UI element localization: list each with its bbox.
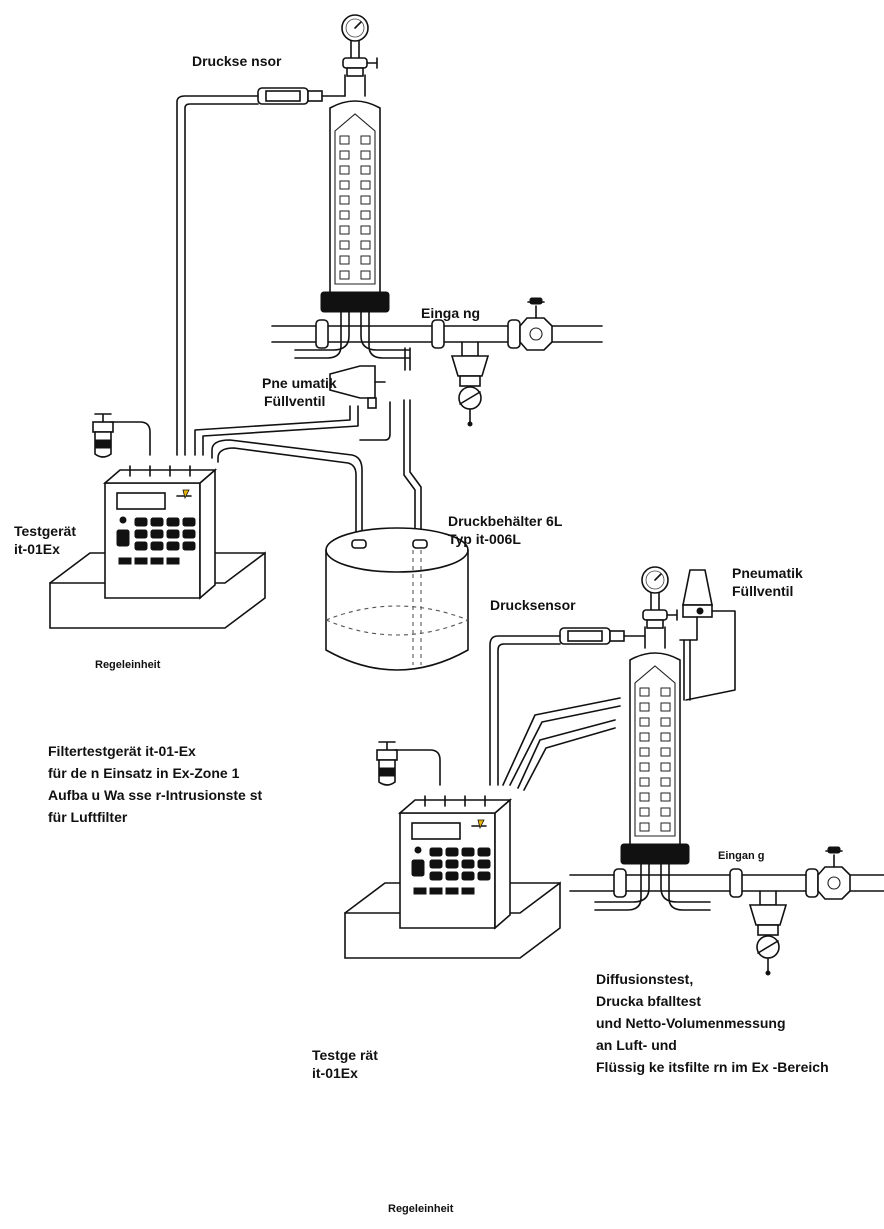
- top-filter-housing: [294, 100, 411, 359]
- label-sensor-right: Drucksensor: [490, 597, 576, 613]
- label-valve-top-1: Pne umatik: [262, 375, 337, 391]
- description-left: Filtertestgerät it-01-Ex für de n Einsat…: [48, 743, 263, 825]
- left-air-filter: [92, 413, 114, 458]
- top-pressure-gauge: [341, 14, 378, 77]
- desc-right-line: und Netto-Volumenmessung: [596, 1015, 786, 1031]
- label-control-left: Regeleinheit: [95, 659, 161, 671]
- desc-left-line: für Luftfilter: [48, 809, 128, 825]
- label-valve-right-2: Füllventil: [732, 583, 793, 599]
- top-pressure-sensor: [257, 87, 323, 105]
- label-control-right: Regeleinheit: [388, 1203, 454, 1215]
- desc-right-line: Flüssig ke itsfilte rn im Ex -Bereich: [596, 1059, 829, 1075]
- right-inlet-pipe: [569, 846, 884, 976]
- label-vessel-1: Druckbehälter 6L: [448, 513, 563, 529]
- right-air-filter: [376, 741, 398, 786]
- top-pneumatic-fill-valve: [329, 365, 386, 409]
- desc-right-line: an Luft- und: [596, 1037, 677, 1053]
- label-sensor-top: Druckse nsor: [192, 53, 282, 69]
- desc-right-line: Drucka bfalltest: [596, 993, 701, 1009]
- label-tester-left-2: it-01Ex: [14, 541, 60, 557]
- desc-left-line: Filtertestgerät it-01-Ex: [48, 743, 196, 759]
- right-test-device: [344, 795, 561, 959]
- label-inlet-right: Eingan g: [718, 850, 764, 862]
- label-tester-right-2: it-01Ex: [312, 1065, 358, 1081]
- right-pneumatic-fill-valve: [679, 569, 736, 701]
- label-inlet-top: Einga ng: [421, 305, 480, 321]
- right-pressure-sensor: [559, 627, 625, 645]
- pressure-vessel: [325, 527, 469, 671]
- right-pressure-gauge: [641, 566, 678, 629]
- label-tester-left-1: Testgerät: [14, 523, 76, 539]
- label-vessel-2: Typ it-006L: [448, 531, 521, 547]
- left-test-device: [49, 465, 266, 629]
- label-valve-right-1: Pneumatik: [732, 565, 803, 581]
- desc-left-line: Aufba u Wa sse r-Intrusionste st: [48, 787, 263, 803]
- desc-left-line: für de n Einsatz in Ex-Zone 1: [48, 765, 240, 781]
- label-tester-right-1: Testge rät: [312, 1047, 378, 1063]
- description-right: Diffusionstest, Drucka bfalltest und Net…: [596, 971, 829, 1075]
- label-valve-top-2: Füllventil: [264, 393, 325, 409]
- desc-right-line: Diffusionstest,: [596, 971, 693, 987]
- right-filter-housing: [594, 652, 711, 911]
